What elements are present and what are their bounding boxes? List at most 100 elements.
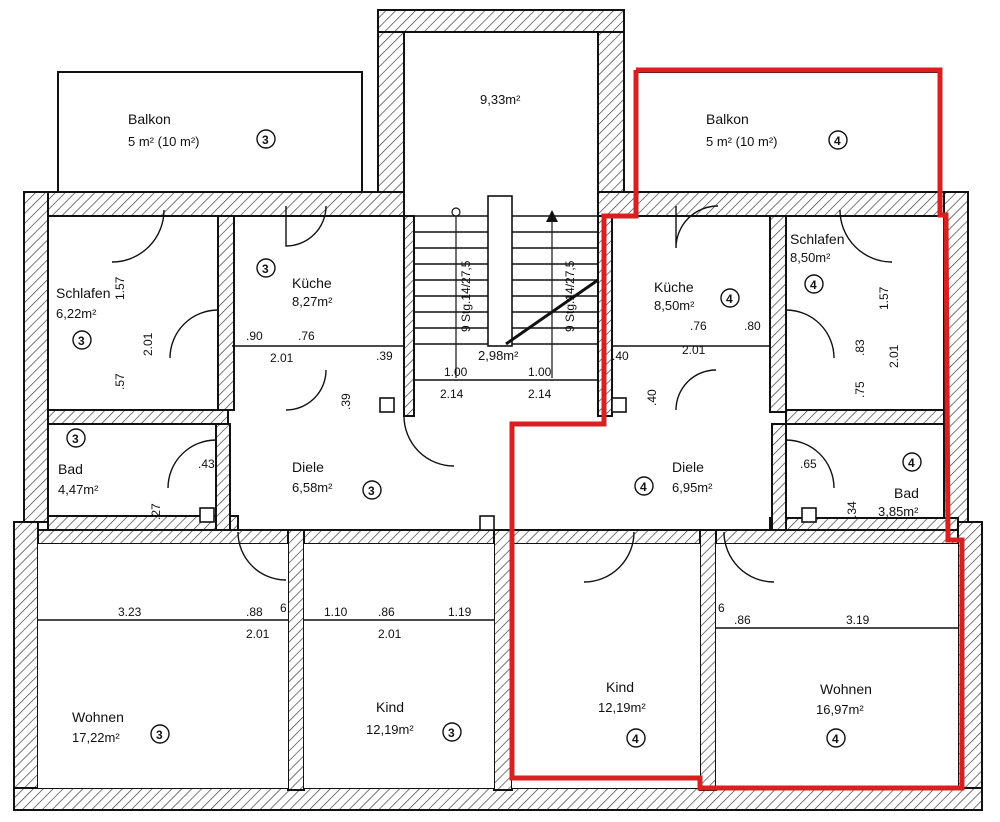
room-fill-wohnen-right: [716, 544, 958, 788]
schlafen-right-area: 8,50m²: [790, 250, 831, 265]
bad-left-name: Bad: [58, 461, 83, 477]
dim-label: .34: [845, 501, 859, 518]
shaft-right-upper: [611, 397, 627, 413]
wall-kind-centre-left: [493, 529, 513, 791]
shaft-right-lower: [801, 507, 817, 523]
dim-label: 6: [280, 601, 287, 615]
dim-label: 2.01: [378, 627, 402, 641]
outer-wall-top-right: [597, 191, 969, 217]
room-fill-kind-left: [304, 544, 494, 788]
stair-label-a: 9 Stg.14/27,5: [459, 260, 473, 332]
wall-kind-wohnen-right: [699, 529, 717, 791]
unit-badge-icon: [256, 129, 276, 149]
wall-bath-right-side: [771, 423, 787, 535]
kueche-right-name: Küche: [654, 279, 694, 295]
unit-4-outline: [509, 67, 965, 791]
dim-label: .88: [246, 605, 263, 619]
dimension-labels: .90 .76 2.01 .39 .39 1.00 2.14 1.00 2.14…: [113, 276, 901, 641]
dim-label: .43: [198, 457, 215, 471]
wall-kueche-stair-left: [403, 215, 415, 417]
stair-label-b: 9 Stg.14/27,5: [563, 260, 577, 332]
unit-badge-icon: [826, 728, 846, 748]
stair-tower-wall-left: [377, 9, 405, 199]
dim-label: 1.19: [448, 605, 472, 619]
shaft-left-lower: [199, 507, 215, 523]
dim-label: .86: [378, 605, 395, 619]
schlafen-left-name: Schlafen: [56, 285, 110, 301]
dim-label: 3.19: [846, 613, 870, 627]
wall-lower-row-top-a: [37, 529, 289, 545]
room-fill-wohnen-left: [38, 544, 288, 788]
unit-badge-icon: [442, 722, 462, 742]
kind-left-unit: 3: [448, 726, 455, 740]
wohnen-right-unit: 4: [832, 732, 839, 746]
dim-label: .80: [744, 319, 761, 333]
outer-wall-top-left: [23, 191, 405, 217]
dim-label: 1.00: [528, 365, 552, 379]
outer-wall-left-lower: [13, 521, 39, 809]
dim-label: .83: [853, 339, 867, 356]
shaft-left-upper: [379, 397, 395, 413]
wohnen-left-unit: 3: [156, 728, 163, 742]
wall-lower-row-top-c: [511, 529, 717, 545]
kind-right-name: Kind: [606, 679, 634, 695]
schlafen-left-unit: 3: [78, 334, 85, 348]
kueche-left-name: Küche: [292, 275, 332, 291]
dim-label: .40: [612, 349, 629, 363]
stair-area: 2,98m²: [478, 348, 519, 363]
wall-lower-row-top-d: [715, 529, 959, 545]
wall-bath-left-side: [215, 423, 231, 533]
bad-left-unit: 3: [72, 432, 79, 446]
kueche-left-unit: 3: [262, 262, 269, 276]
balkon-left-name: Balkon: [128, 111, 171, 127]
unit-badge-icon: [634, 476, 654, 496]
kind-right-area: 12,19m²: [598, 700, 646, 715]
room-labels: Balkon 5 m² (10 m²) 3 9,33m² Balkon 5 m²…: [56, 92, 922, 748]
bad-right-area: 3,85m²: [878, 504, 919, 519]
balcony-left: [57, 71, 363, 193]
unit-badge-icon: [626, 728, 646, 748]
dim-label: .39: [376, 349, 393, 363]
outer-wall-left-upper: [23, 191, 49, 523]
outer-wall-bottom: [13, 787, 983, 811]
diele-right-unit: 4: [640, 480, 647, 494]
dim-label: 1.57: [113, 276, 127, 300]
wohnen-right-area: 16,97m²: [816, 702, 864, 717]
dim-label: 2.01: [682, 343, 706, 357]
wall-wohnen-kind-left: [287, 529, 305, 791]
dim-label: .27: [149, 503, 163, 520]
unit-badge-icon: [720, 288, 740, 308]
bad-right-unit: 4: [908, 456, 915, 470]
wohnen-left-name: Wohnen: [72, 709, 124, 725]
dim-label: 1.57: [877, 286, 891, 310]
bad-right-name: Bad: [894, 485, 919, 501]
schlafen-right-unit: 4: [810, 278, 817, 292]
dim-label: 2.14: [440, 387, 464, 401]
kueche-left-area: 8,27m²: [292, 294, 333, 309]
wohnen-right-name: Wohnen: [820, 681, 872, 697]
unit-badge-icon: [902, 452, 922, 472]
dim-label: 2.14: [528, 387, 552, 401]
stair-tower-wall-right: [597, 9, 625, 199]
stair-landing-area: 9,33m²: [480, 92, 521, 107]
dim-label: .86: [734, 613, 751, 627]
dim-label: .76: [298, 329, 315, 343]
dim-label: 6: [718, 601, 725, 615]
dim-label: 3.23: [118, 605, 142, 619]
stair-tower-wall-top: [377, 9, 625, 33]
dim-label: .75: [853, 381, 867, 398]
schlafen-left-area: 6,22m²: [56, 306, 97, 321]
balcony-right: [635, 71, 941, 193]
balkon-left-unit: 3: [262, 133, 269, 147]
dim-label: 1.00: [444, 365, 468, 379]
unit-badge-icon: [256, 258, 276, 278]
door-swings: [111, 205, 893, 583]
dim-label: 2.01: [246, 627, 270, 641]
kueche-right-unit: 4: [726, 292, 733, 306]
balkon-left-area: 5 m² (10 m²): [128, 134, 200, 149]
kind-left-area: 12,19m²: [366, 722, 414, 737]
diele-right-area: 6,95m²: [672, 480, 713, 495]
bad-left-area: 4,47m²: [58, 482, 99, 497]
unit-badge-icon: [72, 330, 92, 350]
